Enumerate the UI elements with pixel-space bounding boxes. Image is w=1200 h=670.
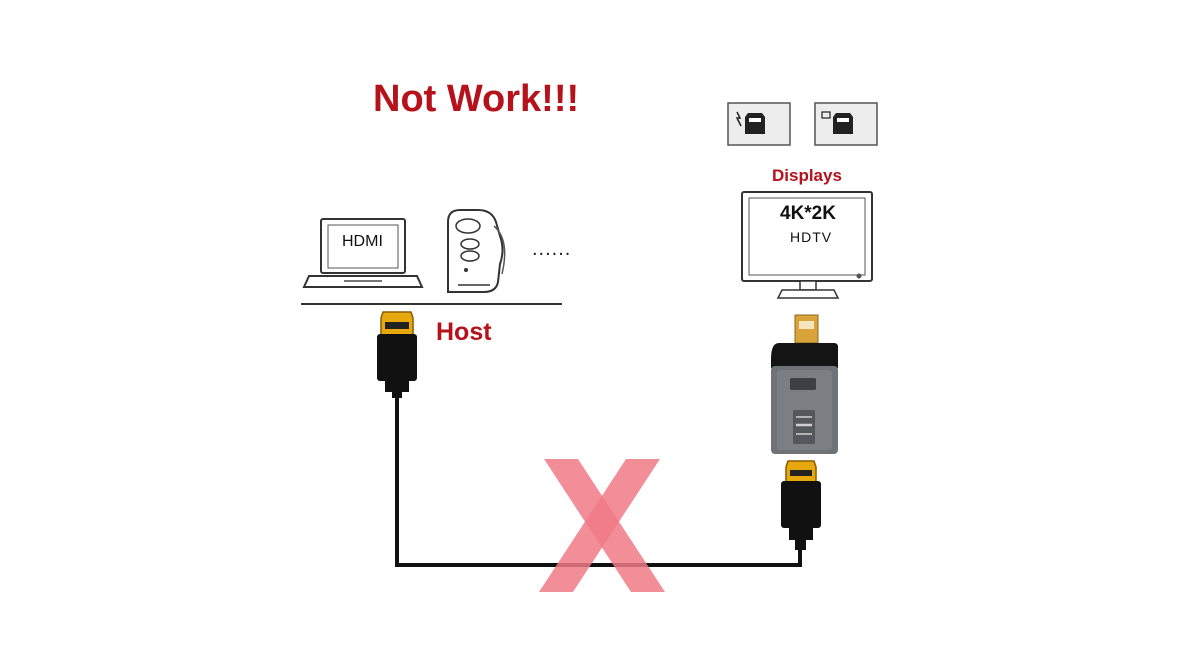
hdmi-cable [395,396,802,567]
laptop-screen-text: HDMI [342,233,383,250]
thunderbolt-port-icon [727,102,791,146]
hdmi-plug-icon [781,460,821,550]
hdmi-plug-icon [377,311,417,398]
monitor-resolution: 4K*2K [780,203,836,224]
host-label: Host [436,318,492,346]
page-title: Not Work!!! [373,78,580,120]
monitor-type: HDTV [790,229,833,245]
desktop-tower-icon [447,209,506,293]
adapter-icon [771,314,838,454]
monitor-icon [741,191,873,299]
mini-displayport-icon [814,102,878,146]
laptop-icon [302,218,424,288]
more-devices-ellipsis: ...... [532,238,572,260]
displays-label: Displays [772,166,842,185]
cross-icon [539,459,665,592]
